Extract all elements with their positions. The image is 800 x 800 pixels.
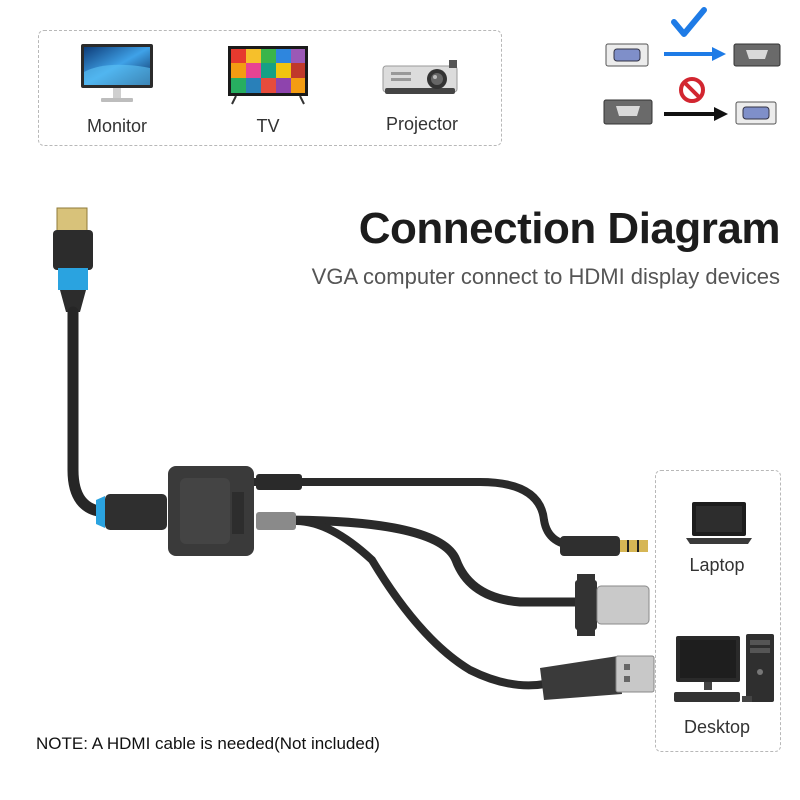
hdmi-port-icon [603, 99, 653, 125]
hdmi-female-connector [96, 494, 167, 530]
vga-connector [575, 574, 650, 636]
tv-icon [228, 46, 308, 105]
checkmark-icon [671, 7, 707, 37]
allowed-arrow-icon [664, 47, 726, 61]
display-devices-panel [38, 30, 502, 146]
hdmi-plug [53, 207, 93, 312]
page-title: Connection Diagram [358, 204, 781, 253]
projector-icon [382, 60, 458, 94]
desktop-icon [674, 634, 774, 702]
source-computers-panel [655, 470, 781, 752]
projector-label: Projector [385, 114, 459, 134]
adapter-box [168, 466, 254, 556]
vga-port-icon [735, 101, 777, 125]
forbidden-arrow-icon [664, 107, 728, 121]
audio-jack-connector [560, 536, 648, 556]
hdmi-port-icon [733, 43, 781, 67]
signal-direction-panel [596, 6, 796, 136]
desktop-label: Desktop [683, 717, 751, 737]
monitor-label: Monitor [86, 116, 148, 136]
laptop-icon [686, 502, 752, 544]
usb-connector [540, 655, 655, 700]
tv-label: TV [256, 116, 280, 136]
vga-port-icon [605, 43, 649, 67]
laptop-label: Laptop [689, 555, 745, 575]
prohibited-icon [679, 77, 705, 103]
page-subtitle: VGA computer connect to HDMI display dev… [311, 264, 780, 289]
monitor-icon [81, 44, 153, 102]
note-text: NOTE: A HDMI cable is needed(Not include… [36, 734, 380, 753]
